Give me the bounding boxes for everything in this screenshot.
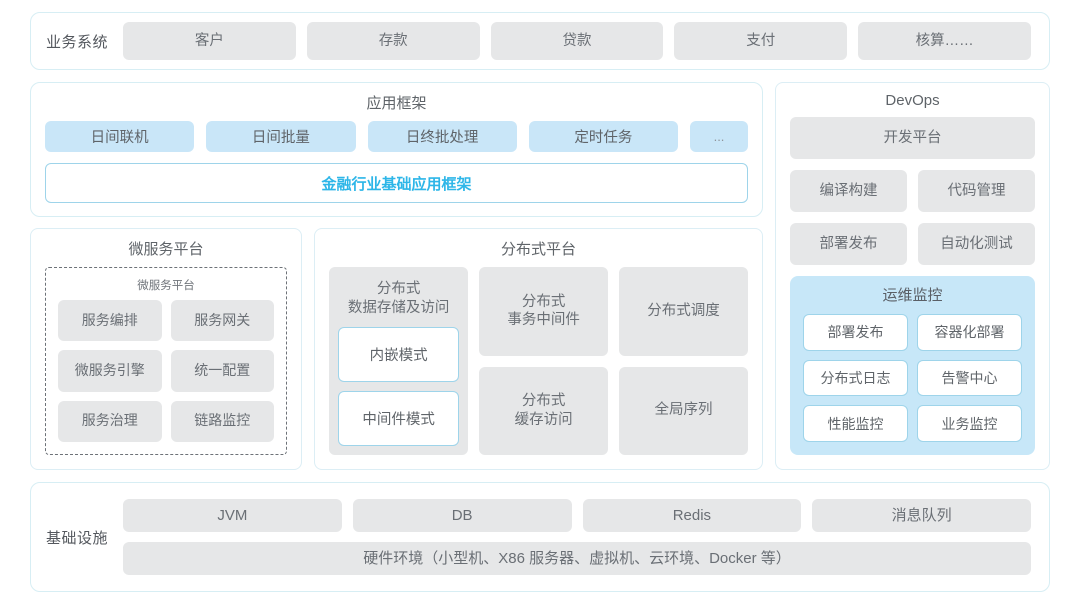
infrastructure-label: 基础设施	[45, 529, 108, 547]
micro-chip-service-gateway[interactable]: 服务网关	[170, 300, 274, 342]
ops-chip-alert-center[interactable]: 告警中心	[917, 359, 1022, 397]
microservice-platform-inner-title: 微服务平台	[137, 280, 195, 292]
microservice-platform-card: 微服务平台 微服务平台 服务编排 服务网关 微服务引擎 统一配置 服务治理 链路…	[30, 228, 302, 470]
devops-chip-dev-platform[interactable]: 开发平台	[790, 117, 1035, 159]
devops-chip-automated-test[interactable]: 自动化测试	[918, 223, 1035, 265]
appfw-chip-scheduled-task[interactable]: 定时任务	[528, 121, 678, 152]
micro-chip-link-monitoring[interactable]: 链路监控	[170, 400, 274, 442]
application-framework-chip-list: 日间联机 日间批量 日终批处理 定时任务 ...	[45, 121, 748, 152]
distributed-storage-group: 分布式 数据存储及访问 内嵌模式 中间件模式	[329, 267, 469, 455]
ops-monitoring-title: 运维监控	[882, 287, 943, 304]
business-chip-deposit[interactable]: 存款	[306, 22, 480, 60]
micro-chip-service-orchestration[interactable]: 服务编排	[58, 300, 162, 342]
microservice-chip-grid: 服务编排 服务网关 微服务引擎 统一配置 服务治理 链路监控	[58, 300, 274, 442]
ops-chip-business-monitoring[interactable]: 业务监控	[917, 405, 1022, 442]
devops-title: DevOps	[885, 92, 940, 109]
micro-chip-service-governance[interactable]: 服务治理	[58, 400, 162, 442]
appfw-chip-more[interactable]: ...	[690, 121, 748, 152]
infrastructure-card: 基础设施 JVM DB Redis 消息队列 硬件环境（小型机、X86 服务器、…	[30, 482, 1050, 592]
middle-left-column: 应用框架 日间联机 日间批量 日终批处理 定时任务 ... 金融行业基础应用框架…	[30, 82, 763, 470]
ops-monitoring-panel: 运维监控 部署发布 容器化部署 分布式日志 告警中心 性能监控 业务监控	[790, 276, 1035, 455]
ops-chip-deploy-release[interactable]: 部署发布	[803, 314, 908, 351]
infrastructure-stack: JVM DB Redis 消息队列 硬件环境（小型机、X86 服务器、虚拟机、云…	[123, 487, 1035, 587]
microservice-platform-title: 微服务平台	[128, 241, 204, 258]
distributed-storage-mode-middleware[interactable]: 中间件模式	[338, 390, 460, 446]
distributed-chip-transaction-middleware-line1: 分布式	[521, 293, 566, 310]
devops-chip-code-management[interactable]: 代码管理	[918, 170, 1035, 212]
infrastructure-chip-list: JVM DB Redis 消息队列	[123, 499, 1031, 532]
distributed-storage-mode-embedded[interactable]: 内嵌模式	[338, 326, 460, 382]
devops-column: DevOps 开发平台 编译构建 代码管理 部署发布 自动化测试 运维监控	[775, 82, 1050, 470]
devops-chip-compile-build[interactable]: 编译构建	[790, 170, 907, 212]
ops-chip-containerized-deploy[interactable]: 容器化部署	[917, 314, 1022, 351]
devops-row-2: 部署发布 自动化测试	[790, 223, 1035, 265]
appfw-chip-daytime-online[interactable]: 日间联机	[45, 121, 195, 152]
distributed-storage-title-line2: 数据存储及访问	[347, 299, 450, 316]
infra-chip-db[interactable]: DB	[352, 499, 572, 532]
business-system-card: 业务系统 客户 存款 贷款 支付 核算……	[30, 12, 1050, 70]
ops-monitoring-grid: 部署发布 容器化部署 分布式日志 告警中心 性能监控 业务监控	[803, 314, 1022, 442]
distributed-platform-grid: 分布式 数据存储及访问 内嵌模式 中间件模式 分布式 事务中间件	[329, 267, 748, 455]
distributed-chip-cache-access-line1: 分布式	[521, 393, 566, 410]
infra-chip-hardware-environment[interactable]: 硬件环境（小型机、X86 服务器、虚拟机、云环境、Docker 等）	[123, 542, 1031, 575]
distributed-platform-card: 分布式平台 分布式 数据存储及访问 内嵌模式 中间件模式	[314, 228, 763, 470]
distributed-chip-transaction-middleware-line2: 事务中间件	[507, 312, 580, 329]
devops-card: DevOps 开发平台 编译构建 代码管理 部署发布 自动化测试 运维监控	[775, 82, 1050, 470]
finance-base-framework-bar: 金融行业基础应用框架	[45, 163, 748, 203]
devops-chip-deploy-release[interactable]: 部署发布	[790, 223, 907, 265]
micro-chip-microservice-engine[interactable]: 微服务引擎	[58, 350, 162, 392]
distributed-storage-title: 分布式 数据存储及访问	[338, 274, 459, 327]
distributed-chip-cache-access[interactable]: 分布式 缓存访问	[479, 366, 609, 455]
devops-body: 开发平台 编译构建 代码管理 部署发布 自动化测试 运维监控 部署发布 容器化部…	[790, 117, 1035, 455]
distributed-storage-title-line1: 分布式	[376, 281, 421, 297]
ops-chip-distributed-log[interactable]: 分布式日志	[803, 359, 908, 397]
application-framework-title: 应用框架	[366, 95, 427, 112]
middle-section: 应用框架 日间联机 日间批量 日终批处理 定时任务 ... 金融行业基础应用框架…	[30, 82, 1050, 470]
business-system-label: 业务系统	[45, 33, 108, 51]
microservice-platform-inner-box: 微服务平台 服务编排 服务网关 微服务引擎 统一配置 服务治理 链路监控	[45, 267, 287, 455]
ops-chip-performance-monitoring[interactable]: 性能监控	[803, 405, 908, 442]
infra-chip-message-queue[interactable]: 消息队列	[812, 499, 1031, 532]
distributed-chip-scheduling[interactable]: 分布式调度	[619, 267, 748, 356]
business-chip-payment[interactable]: 支付	[674, 22, 848, 60]
appfw-chip-daytime-batch[interactable]: 日间批量	[206, 121, 356, 152]
appfw-chip-eod-batch[interactable]: 日终批处理	[367, 121, 517, 152]
application-framework-card: 应用框架 日间联机 日间批量 日终批处理 定时任务 ... 金融行业基础应用框架	[30, 82, 763, 217]
distributed-chip-transaction-middleware[interactable]: 分布式 事务中间件	[479, 267, 609, 356]
micro-chip-unified-config[interactable]: 统一配置	[170, 350, 274, 392]
business-chip-customer[interactable]: 客户	[123, 22, 296, 60]
distributed-chip-global-sequence[interactable]: 全局序列	[619, 366, 748, 455]
business-chip-accounting[interactable]: 核算……	[858, 22, 1031, 60]
distributed-chip-cache-access-line2: 缓存访问	[514, 411, 573, 428]
business-system-chip-list: 客户 存款 贷款 支付 核算……	[123, 22, 1035, 60]
infra-chip-redis[interactable]: Redis	[582, 499, 802, 532]
distributed-platform-title: 分布式平台	[500, 241, 576, 258]
devops-row-1: 编译构建 代码管理	[790, 170, 1035, 212]
infra-chip-jvm[interactable]: JVM	[123, 499, 342, 532]
platform-row: 微服务平台 微服务平台 服务编排 服务网关 微服务引擎 统一配置 服务治理 链路…	[30, 228, 763, 470]
business-chip-loan[interactable]: 贷款	[490, 22, 664, 60]
